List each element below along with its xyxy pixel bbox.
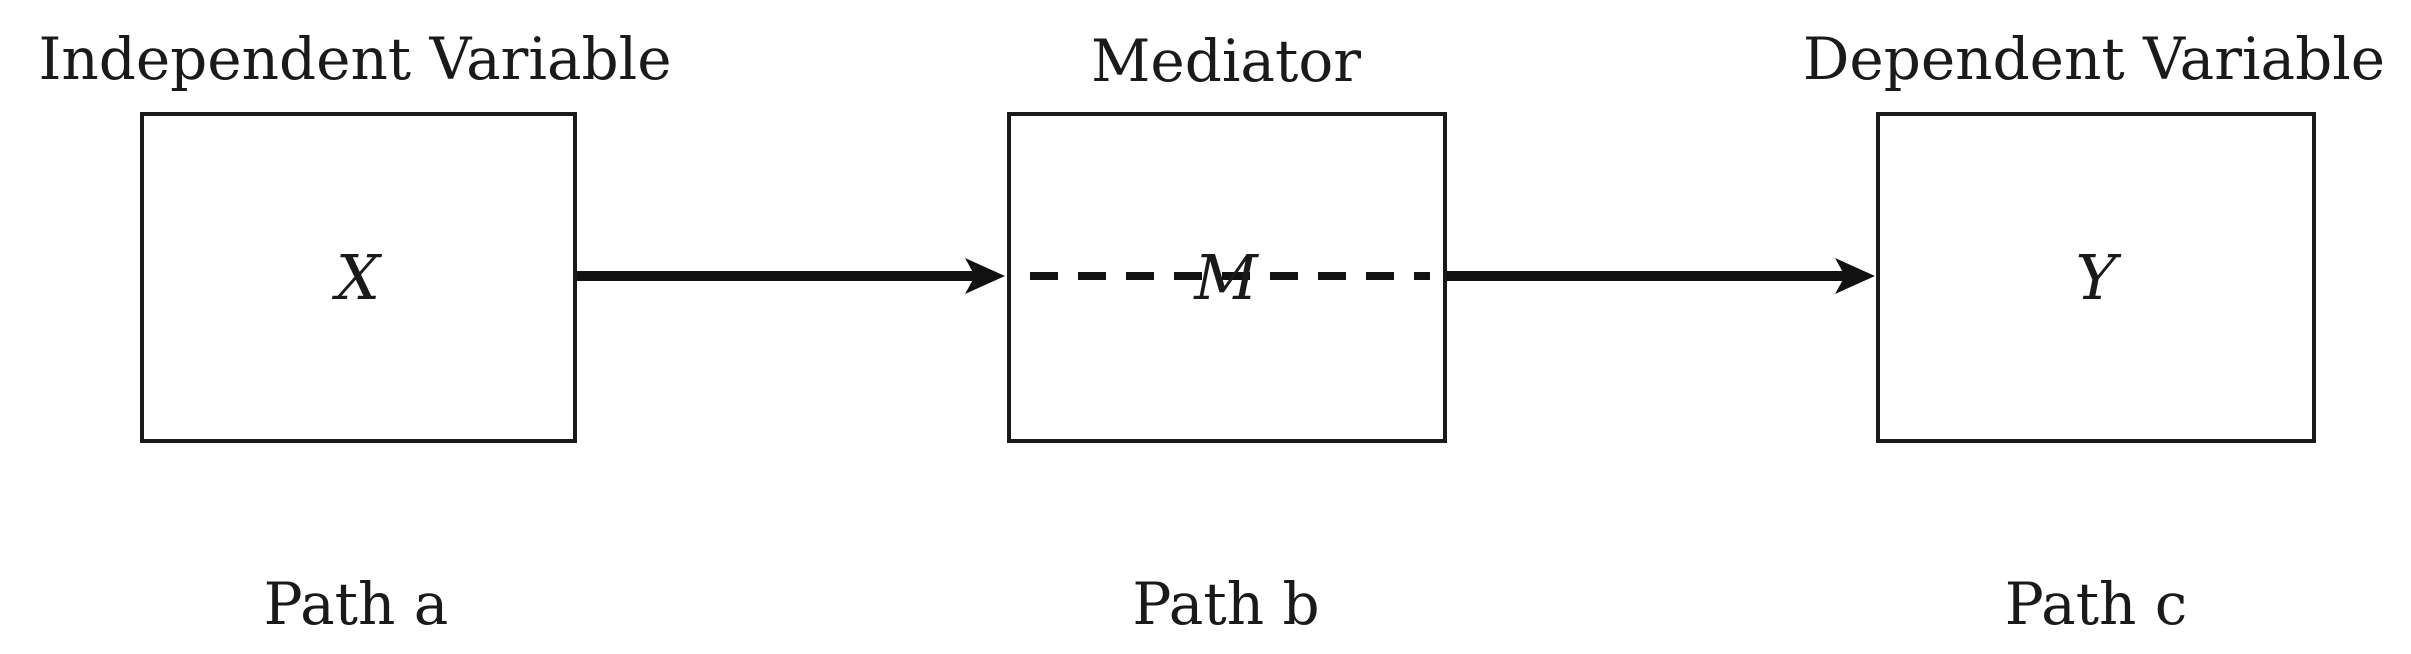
- mediator-heading: Mediator: [1091, 27, 1361, 95]
- path-a-label: Path a: [263, 570, 449, 638]
- dependent-variable-box: [1876, 112, 2316, 443]
- variable-x: X: [335, 241, 381, 314]
- independent-variable-box: [140, 112, 577, 443]
- path-b-label: Path b: [1132, 570, 1320, 638]
- arrowhead-x-to-m: [965, 258, 1005, 294]
- arrowhead-m-to-y: [1835, 258, 1875, 294]
- variable-y: Y: [2075, 241, 2117, 314]
- dependent-variable-heading: Dependent Variable: [1802, 25, 2386, 93]
- variable-m: M: [1194, 241, 1258, 314]
- independent-variable-heading: Independent Variable: [38, 25, 672, 93]
- path-c-label: Path c: [2004, 570, 2188, 638]
